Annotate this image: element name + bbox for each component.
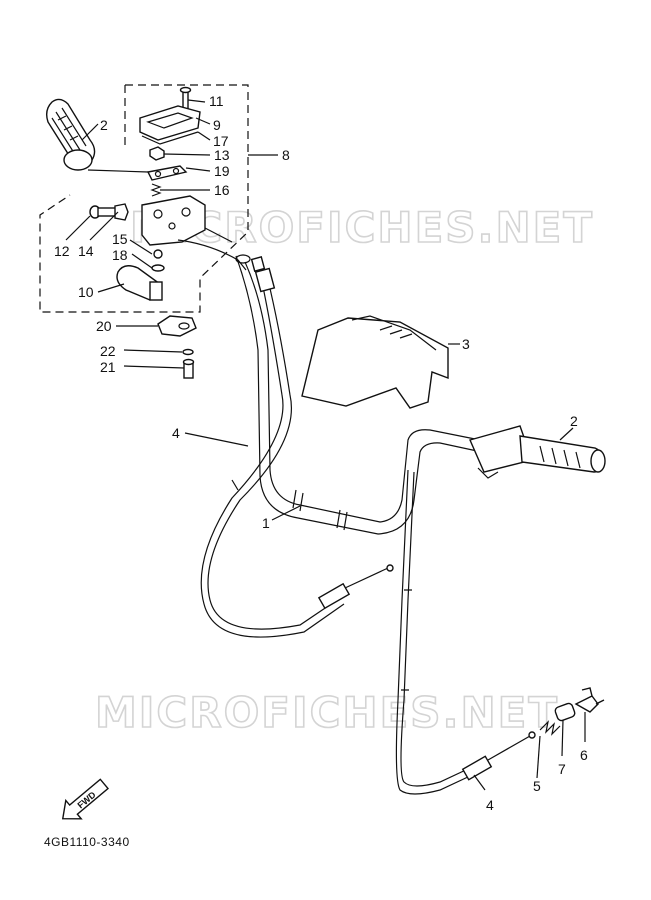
leader-lines bbox=[65, 99, 586, 791]
callout-9: 8 bbox=[282, 147, 290, 163]
control-cable bbox=[395, 469, 536, 795]
adjuster-8 bbox=[554, 702, 576, 722]
switch-assembly bbox=[89, 86, 247, 379]
watermark-bottom: MICROFICHES.NET bbox=[95, 688, 559, 737]
callout-20: 19 bbox=[214, 163, 230, 179]
right-grip bbox=[469, 425, 606, 479]
spring-7 bbox=[539, 720, 561, 736]
callout-21: 20 bbox=[96, 318, 112, 334]
nut-6 bbox=[574, 687, 605, 713]
callout-22: 21 bbox=[100, 359, 116, 375]
callout-5: 4 bbox=[486, 797, 494, 813]
callout-4: 4 bbox=[172, 425, 180, 441]
callout-3: 3 bbox=[462, 336, 470, 352]
callout-11: 10 bbox=[78, 284, 94, 300]
callout-16: 15 bbox=[112, 231, 128, 247]
left-grip bbox=[45, 98, 96, 171]
callout-labels: 2 11 9 17 13 19 16 8 12 14 15 18 10 20 2… bbox=[54, 93, 588, 813]
callout-14: 13 bbox=[214, 147, 230, 163]
callout-2-right: 2 bbox=[570, 413, 578, 429]
callout-6: 6 bbox=[580, 747, 588, 763]
callout-8: 7 bbox=[558, 761, 566, 777]
callout-18: 17 bbox=[213, 133, 229, 149]
callout-15: 14 bbox=[78, 243, 94, 259]
callout-12: 11 bbox=[209, 93, 224, 109]
callout-1: 1 bbox=[262, 515, 270, 531]
diagram-code: 4GB1110-3340 bbox=[44, 835, 130, 849]
callout-19: 18 bbox=[112, 247, 128, 263]
fwd-arrow-icon: FWD bbox=[61, 778, 109, 820]
assembly-group-box bbox=[39, 84, 249, 313]
callout-2-left: 2 bbox=[100, 117, 108, 133]
handlebar bbox=[235, 254, 506, 535]
callout-17: 16 bbox=[214, 182, 230, 198]
handlebar-cover bbox=[301, 315, 449, 409]
callout-23: 22 bbox=[100, 343, 116, 359]
callout-10: 9 bbox=[213, 117, 221, 133]
callout-7: 5 bbox=[533, 778, 541, 794]
throttle-cable bbox=[200, 256, 394, 638]
callout-13: 12 bbox=[54, 243, 70, 259]
watermark-top: MICROFICHES.NET bbox=[130, 203, 594, 252]
